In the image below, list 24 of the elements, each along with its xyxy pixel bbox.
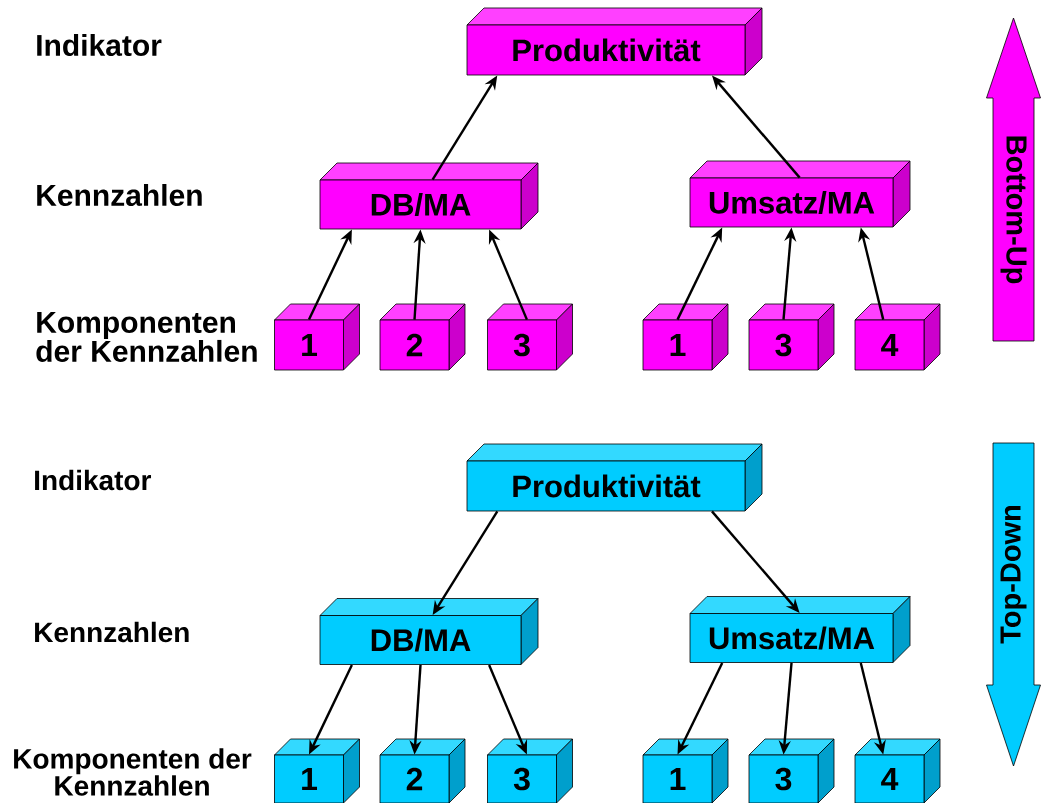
row-label: Komponenten der Kennzahlen: [36, 312, 257, 362]
box: DB/MA: [319, 598, 539, 665]
box: Produktivität: [466, 443, 763, 512]
box: 2: [379, 303, 466, 371]
box: 1: [642, 738, 729, 803]
box: 1: [274, 738, 360, 803]
box: 1: [642, 303, 729, 371]
box: 4: [854, 738, 941, 803]
row-label: Indikator: [35, 469, 152, 491]
box: 3: [487, 738, 573, 803]
box: 2: [379, 738, 466, 803]
box: 4: [854, 303, 941, 371]
row-label: Kennzahlen: [37, 184, 202, 206]
box: 1: [274, 303, 360, 371]
row-label: Komponenten der Kennzahlen: [14, 748, 252, 796]
box: Umsatz/MA: [689, 160, 911, 228]
box: Produktivität: [466, 7, 763, 76]
row-label: Indikator: [37, 34, 162, 56]
box: 3: [487, 303, 573, 371]
box: 3: [748, 738, 835, 803]
row-label: Kennzahlen: [35, 621, 189, 643]
box: 3: [748, 303, 835, 371]
box: DB/MA: [319, 162, 539, 230]
box: Umsatz/MA: [689, 596, 911, 663]
